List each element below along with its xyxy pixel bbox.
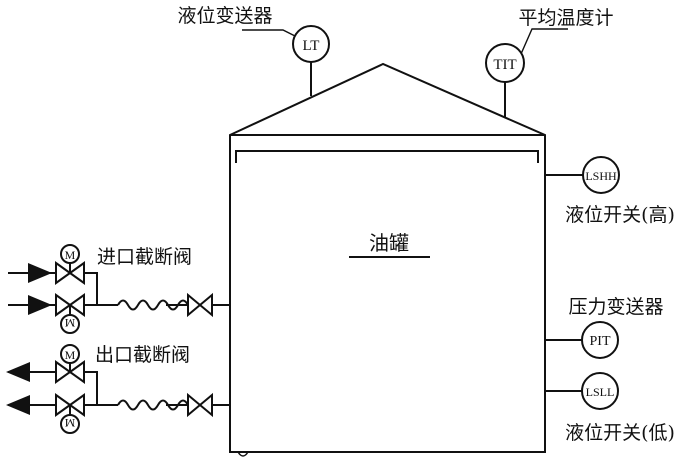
inlet-actuator-bottom: M bbox=[64, 316, 75, 330]
pit-label: 压力变送器 bbox=[568, 296, 663, 318]
outlet-actuator-bottom: M bbox=[64, 416, 75, 430]
pit-tag: PIT bbox=[590, 334, 611, 349]
lshh-label: 液位开关(高) bbox=[565, 204, 675, 226]
outlet-line: M M bbox=[6, 344, 230, 434]
lt-label: 液位变送器 bbox=[177, 5, 272, 27]
tit-instrument[interactable]: TIT bbox=[485, 28, 568, 117]
oil-tank bbox=[229, 62, 546, 457]
lshh-instrument[interactable]: LSHH bbox=[545, 156, 620, 194]
tit-tag: TIT bbox=[493, 57, 516, 73]
inlet-line: M M bbox=[8, 244, 230, 334]
lt-tag: LT bbox=[303, 38, 320, 54]
inlet-actuator-top: M bbox=[65, 248, 76, 262]
lsll-instrument[interactable]: LSLL bbox=[545, 372, 619, 410]
tit-label: 平均温度计 bbox=[518, 7, 613, 29]
outlet-valve-label: 出口截断阀 bbox=[95, 344, 190, 366]
inlet-valve-label: 进口截断阀 bbox=[97, 246, 192, 268]
lsll-tag: LSLL bbox=[586, 385, 615, 399]
pit-instrument[interactable]: PIT bbox=[545, 321, 619, 359]
lsll-label: 液位开关(低) bbox=[565, 422, 675, 444]
lt-instrument[interactable]: LT bbox=[242, 25, 330, 96]
tank-label: 油罐 bbox=[369, 231, 409, 255]
outlet-actuator-top: M bbox=[65, 348, 76, 362]
lshh-tag: LSHH bbox=[585, 169, 617, 183]
